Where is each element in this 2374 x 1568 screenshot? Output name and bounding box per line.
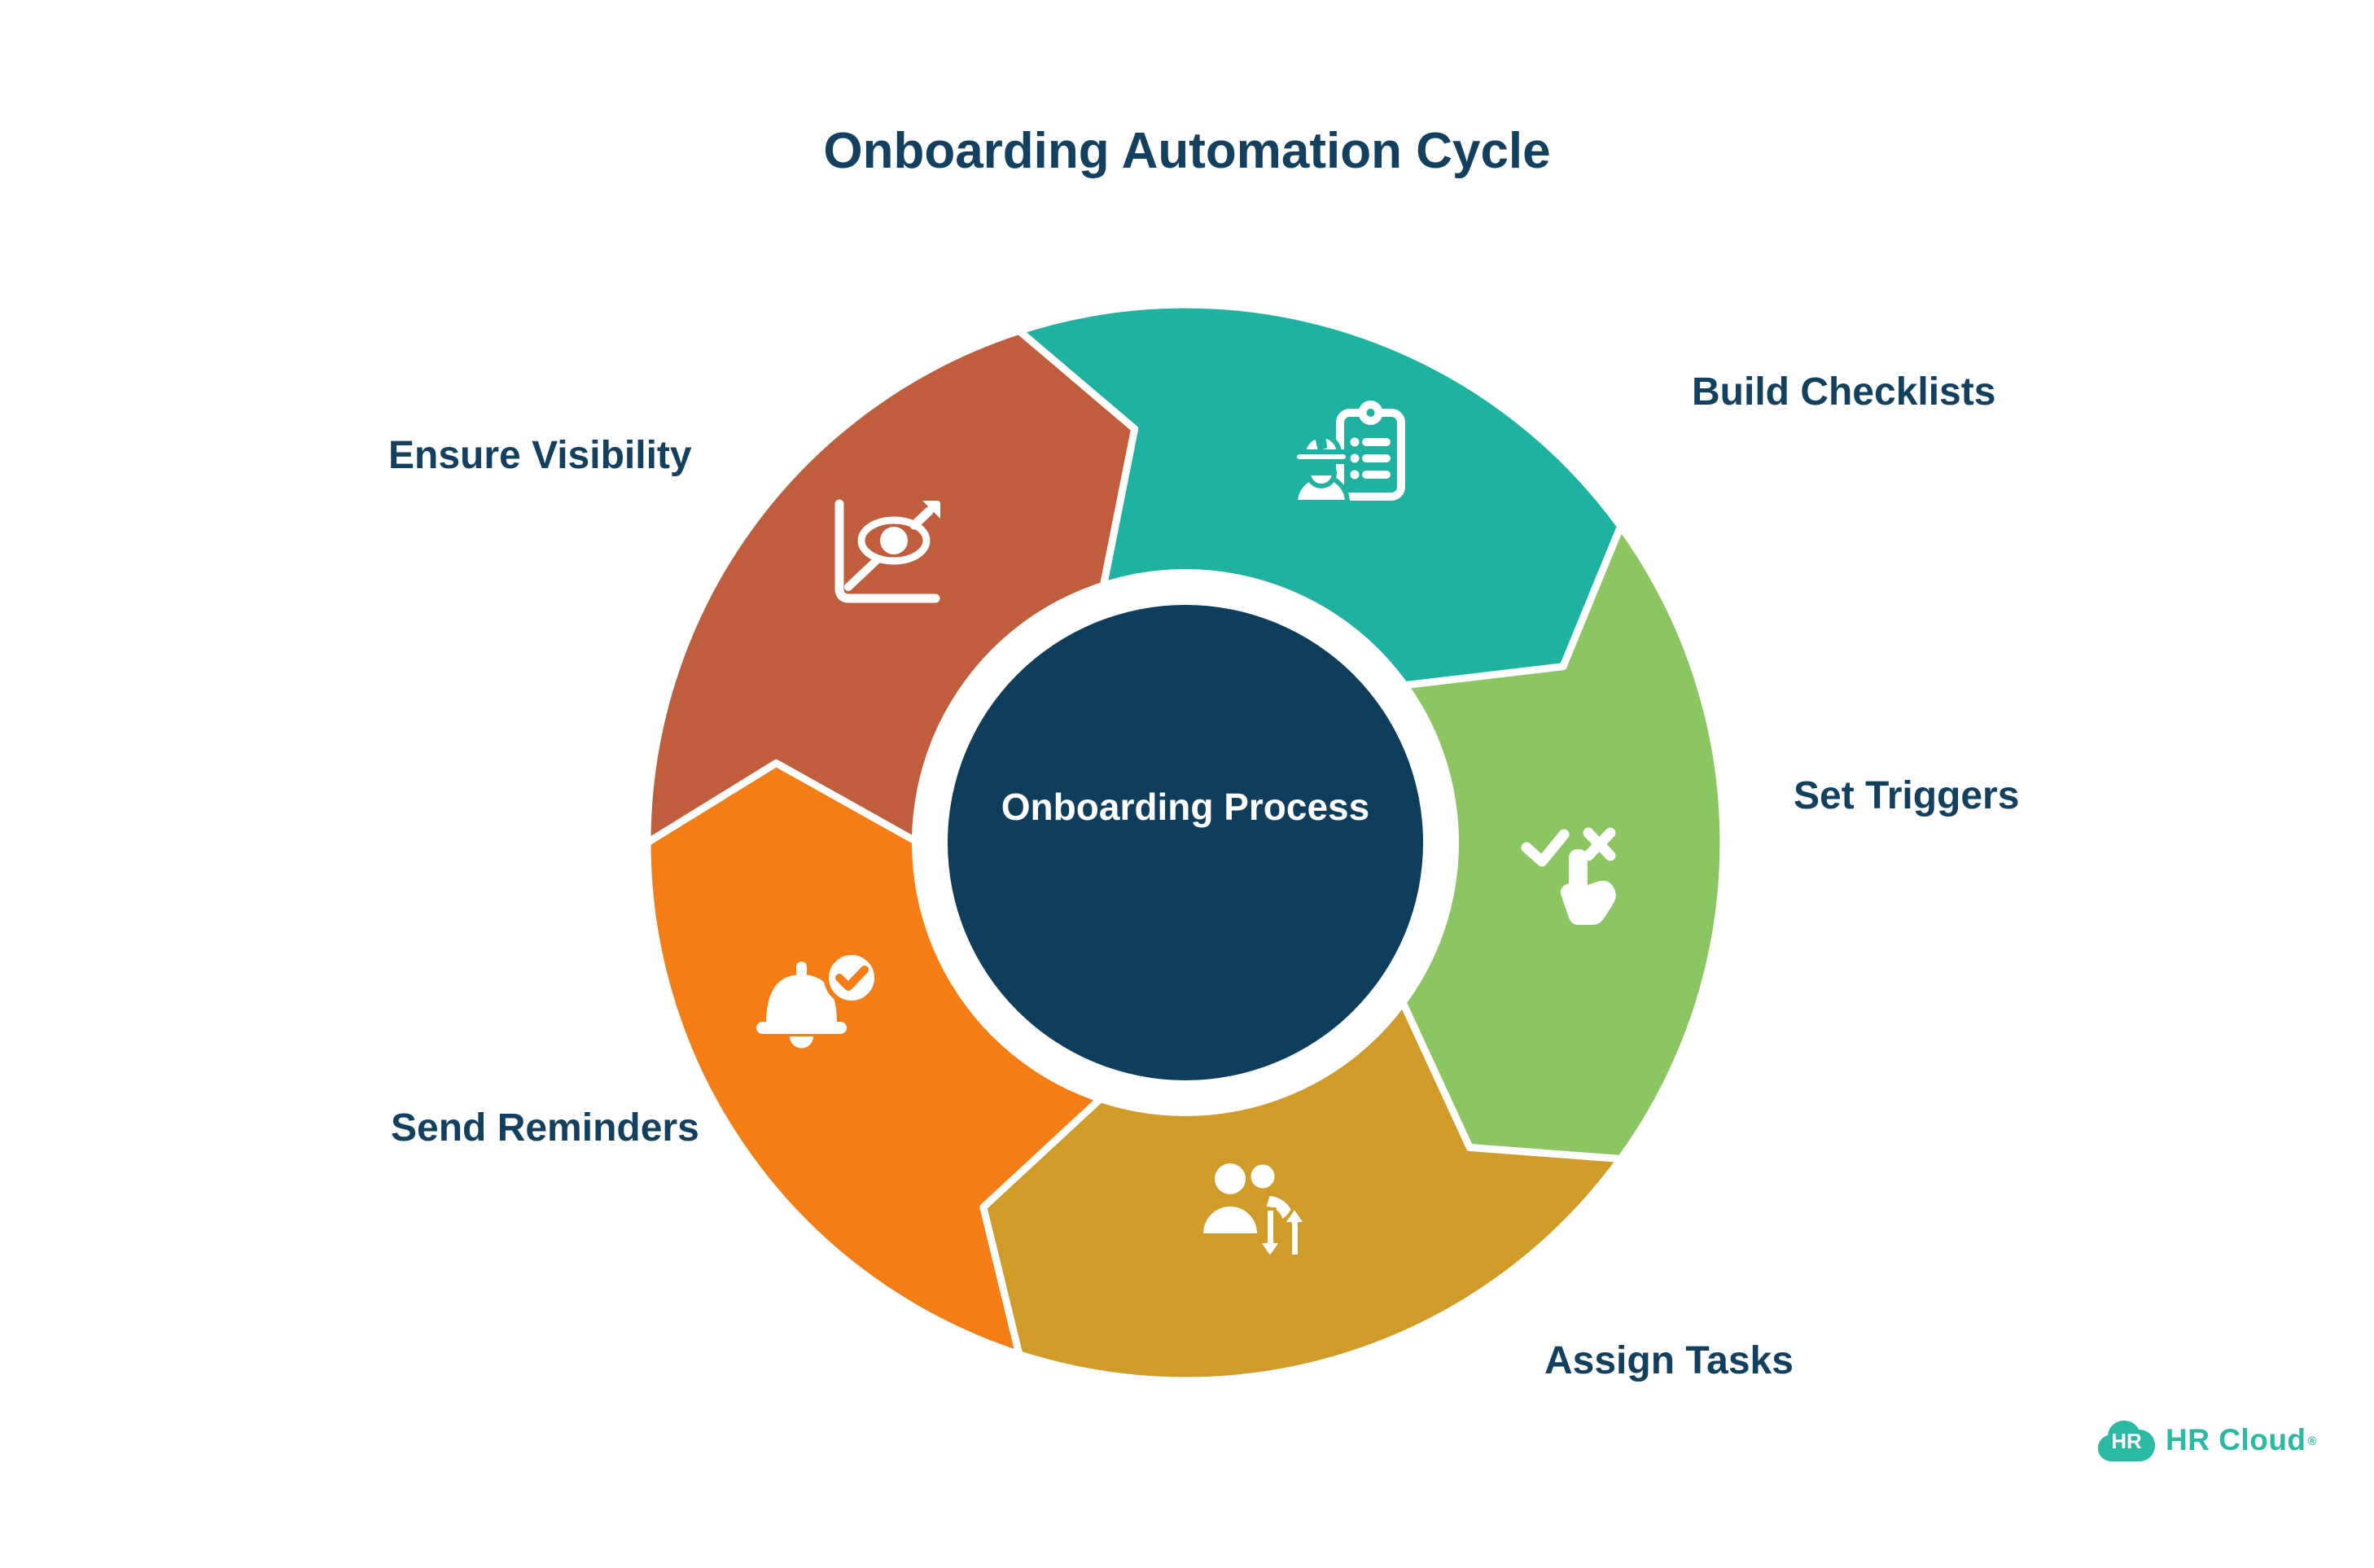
registered-mark: ® [2307, 1434, 2317, 1448]
bell-check-icon [756, 950, 879, 1049]
tap-check-cross-icon [1521, 827, 1616, 925]
chart-eye-growth-icon [834, 499, 940, 603]
center-circle [948, 605, 1423, 1080]
brand-name: HR Cloud [2166, 1423, 2306, 1456]
segment-label-set-triggers: Set Triggers [1794, 774, 2020, 817]
segment-label-build-checklists: Build Checklists [1692, 370, 1996, 414]
worker-checklist-icon [1292, 401, 1405, 505]
hr-cloud-logo: HR HR Cloud® [2097, 1418, 2317, 1462]
segment-label-assign-tasks: Assign Tasks [1544, 1339, 1794, 1382]
center-circle-label: Onboarding Process [1001, 786, 1370, 828]
cloud-badge-text: HR [2111, 1429, 2142, 1453]
segment-label-ensure-visibility: Ensure Visibility [388, 434, 692, 477]
segment-label-send-reminders: Send Reminders [391, 1106, 699, 1150]
page-title: Onboarding Automation Cycle [823, 123, 1551, 179]
people-swap-arrows-icon [1203, 1160, 1307, 1259]
cloud-icon: HR [2098, 1421, 2155, 1461]
